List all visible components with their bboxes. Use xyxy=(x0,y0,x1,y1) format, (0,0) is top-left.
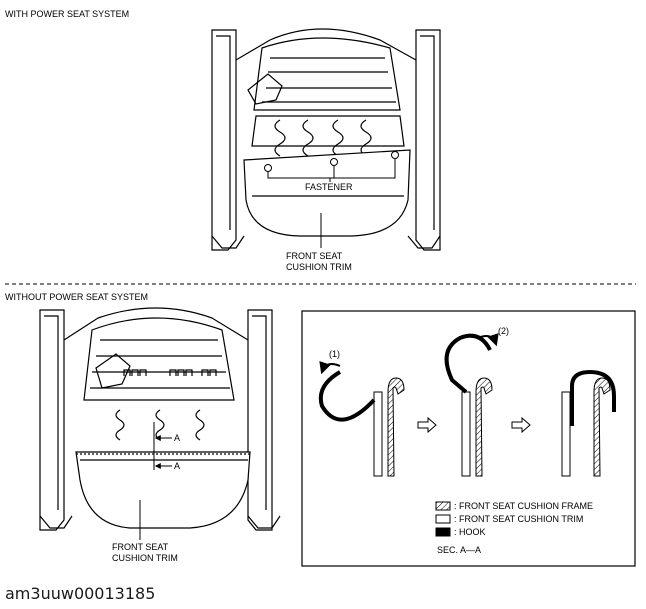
power-trim-label-1: FRONT SEAT xyxy=(286,251,343,261)
step-1-label: (1) xyxy=(329,349,340,359)
section-caption: SEC. A—A xyxy=(437,545,482,555)
legend-swatches xyxy=(435,501,451,537)
section-markers xyxy=(153,422,172,470)
fastener-label: FASTENER xyxy=(305,182,353,192)
section-marker-bottom: A xyxy=(174,461,181,471)
manual-seat-illustration xyxy=(39,307,281,531)
hook-sequence xyxy=(318,332,616,477)
manual-trim-label-2: CUSHION TRIM xyxy=(112,553,178,563)
fastener-callout xyxy=(264,151,399,182)
power-seat-illustration xyxy=(211,28,441,251)
legend-hook-text: : HOOK xyxy=(454,527,486,537)
step-2-label: (2) xyxy=(498,326,509,336)
power-section-heading: WITH POWER SEAT SYSTEM xyxy=(5,9,130,19)
manual-section-heading: WITHOUT POWER SEAT SYSTEM xyxy=(5,292,149,302)
power-trim-label-2: CUSHION TRIM xyxy=(286,262,352,272)
legend-trim-text: : FRONT SEAT CUSHION TRIM xyxy=(454,514,584,524)
image-code: am3uuw00013185 xyxy=(5,584,156,603)
legend-frame-text: : FRONT SEAT CUSHION FRAME xyxy=(454,501,594,511)
section-marker-top: A xyxy=(174,433,181,443)
manual-trim-label-1: FRONT SEAT xyxy=(112,542,169,552)
detail-box xyxy=(301,310,636,567)
